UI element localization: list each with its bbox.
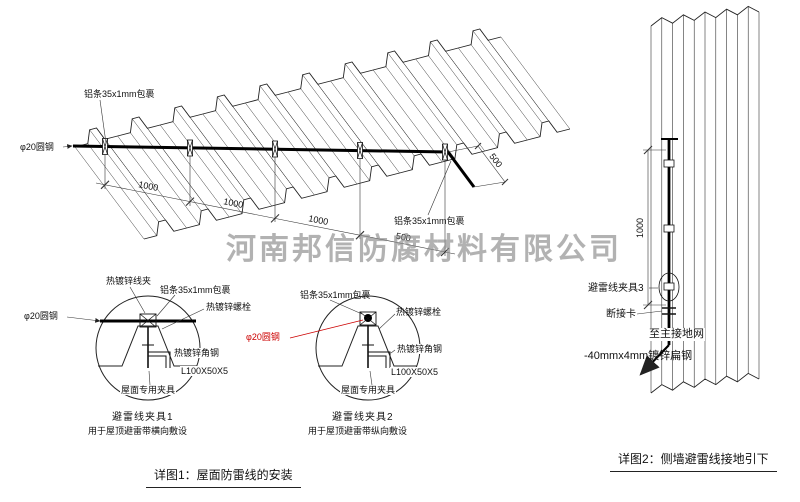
roof-leader-lines — [62, 99, 452, 216]
label-roof-clamp-d1: 屋面专用夹具 — [120, 385, 177, 396]
label-galvanized-bolt-d1: 热镀锌螺栓 — [206, 302, 252, 312]
wall-dimension — [643, 145, 666, 310]
label-disconnect-card: 断接卡 — [606, 309, 636, 320]
label-angle-spec-d2: L100X50X5 — [390, 367, 440, 378]
wire-clamps — [102, 138, 448, 161]
detail-2-title: 避雷线夹具2 — [332, 412, 394, 423]
label-angle-steel-d2: 热镀锌角钢 — [396, 344, 444, 355]
label-angle-steel-d1: 热镀锌角钢 — [173, 348, 221, 359]
label-roof-clamp-d2: 屋面专用夹具 — [340, 385, 397, 396]
dimension-label: 1000 — [223, 196, 245, 210]
detail-1-title: 避雷线夹具1 — [112, 412, 174, 423]
corrugated-wall-panel — [650, 5, 760, 394]
caption-detail-2: 详图2：侧墙避雷线接地引下 — [610, 450, 777, 472]
label-alu-strip-wrap-right: 铝条35x1mm包裹 — [394, 216, 465, 226]
label-galvanized-wire-clip: 热镀锌线夹 — [106, 276, 152, 286]
label-round-steel-main: φ20圆钢 — [20, 142, 54, 152]
caption-detail-1: 详图1：屋面防雷线的安装 — [146, 466, 301, 488]
label-angle-spec-d1: L100X50X5 — [180, 366, 230, 377]
label-round-steel-d1: φ20圆钢 — [24, 311, 58, 321]
wall-leader-lines — [636, 287, 663, 315]
label-alu-strip-wrap-d1: 铝条35x1mm包裹 — [160, 285, 231, 295]
detail-1-drawing — [66, 286, 205, 401]
label-round-steel-d2: φ20圆钢 — [246, 332, 280, 342]
corrugated-roof-panel — [74, 28, 571, 240]
dimension-label: 500 — [487, 151, 504, 169]
dimension-label: 500 — [395, 231, 412, 244]
label-to-main-ground: 至主接地网 — [648, 328, 705, 341]
label-galvanized-bolt-d2: 热镀锌螺栓 — [396, 307, 442, 317]
detail-2-subtitle: 用于屋顶避雷带纵向敷设 — [308, 426, 408, 436]
dimension-label: 1000 — [635, 218, 645, 238]
label-galvanized-flat-steel: -40mmx4mm镀锌扁钢 — [584, 350, 693, 362]
detail-1-subtitle: 用于屋顶避雷带横向敷设 — [88, 426, 188, 436]
down-conductor — [639, 138, 678, 376]
roof-dimension-lines — [95, 142, 509, 257]
label-alu-strip-wrap-top: 铝条35x1mm包裹 — [84, 89, 155, 99]
label-wire-clamp-3: 避雷线夹具3 — [588, 283, 644, 294]
dimension-label: 1000 — [138, 179, 160, 193]
label-alu-strip-wrap-d2: 铝条35x1mm包裹 — [300, 290, 371, 300]
conductor-clamps — [658, 159, 680, 315]
dimension-label: 1000 — [308, 213, 330, 227]
